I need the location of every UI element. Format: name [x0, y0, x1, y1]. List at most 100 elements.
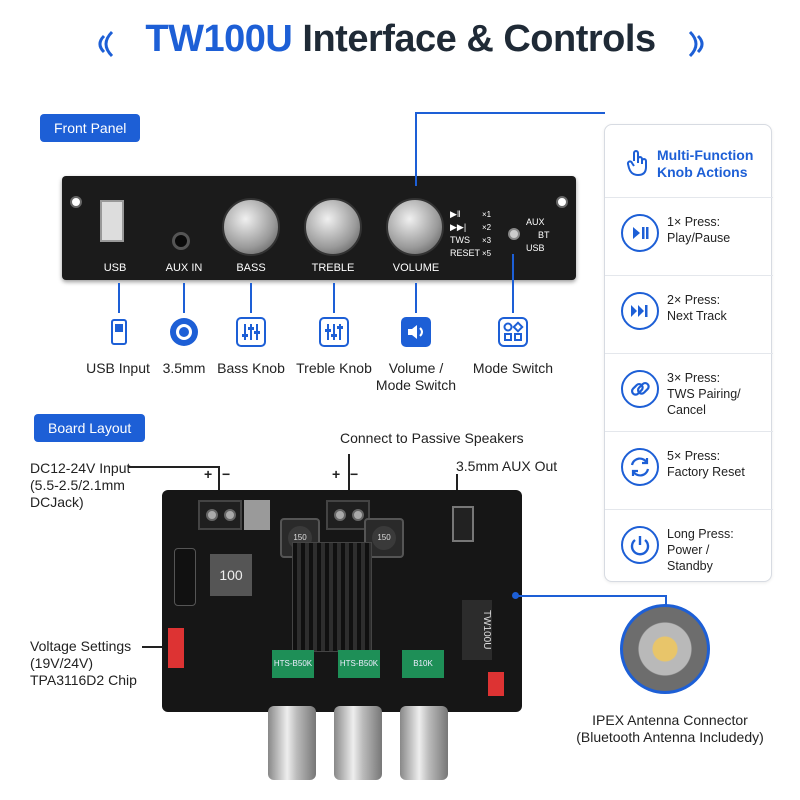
terminal-screw [206, 509, 218, 521]
signal-waves-left-icon [98, 30, 114, 58]
board-model-text: TW100U [462, 600, 492, 660]
panel-label-volume: VOLUME [392, 262, 440, 274]
next-track-icon [621, 292, 659, 330]
board-layout-label: Board Layout [34, 414, 146, 442]
mode-toggle[interactable] [508, 228, 520, 240]
aux-jack [172, 232, 190, 250]
amplifier-board: 150 150 100 TW100U HTS-B50K HTS-B50K B10… [162, 490, 522, 712]
terminal-screw [224, 509, 236, 521]
pot-bass: HTS-B50K [272, 650, 314, 678]
knob-action-text: 5× Press: Factory Reset [667, 449, 745, 479]
board-bass-knob[interactable] [268, 706, 316, 780]
volume-icon [401, 317, 431, 347]
callout-line [348, 454, 350, 510]
connector-line [415, 283, 417, 313]
passive-speakers-label: Connect to Passive Speakers [340, 430, 524, 446]
knob-action-text: 2× Press: Next Track [667, 293, 727, 323]
terminal-screw [352, 509, 364, 521]
mount-hole [556, 196, 568, 208]
indicator-line: ▶‖ [450, 209, 461, 219]
mode-label: BT [538, 230, 550, 240]
inductor: 100 [210, 554, 252, 596]
knob-action-item: 3× Press: TWS Pairing/ Cancel [605, 353, 773, 431]
indicator-count: ×5 [482, 249, 492, 258]
bass-knob-icon [236, 317, 266, 347]
dc-minus: − [222, 466, 231, 482]
panel-label-aux: AUX IN [165, 262, 203, 274]
connector-line [183, 283, 185, 313]
antenna-dot [512, 592, 519, 599]
icon-label-usb: USB Input [86, 360, 150, 376]
bass-knob[interactable] [222, 198, 280, 256]
board-treble-knob[interactable] [334, 706, 382, 780]
antenna-connector-closeup [620, 604, 710, 694]
panel-label-bass: BASS [236, 262, 266, 274]
callout-line [142, 646, 164, 648]
voltage-label: Voltage Settings (19V/24V) TPA3116D2 Chi… [30, 638, 137, 688]
connector-line [118, 283, 120, 313]
usb-icon [111, 319, 127, 345]
power-icon [621, 526, 659, 564]
icon-label-bass: Bass Knob [217, 360, 285, 376]
dc-plus: + [204, 466, 213, 482]
capacitor [174, 548, 196, 606]
indicator-line: RESET [450, 248, 481, 258]
treble-knob-icon [319, 317, 349, 347]
panel-label-treble: TREBLE [311, 262, 355, 274]
jack-icon [170, 318, 198, 346]
pot-volume: B10K [402, 650, 444, 678]
indicator-count: ×2 [482, 223, 492, 232]
volume-callout-line [415, 112, 605, 114]
mode-labels: AUX BT USB [526, 216, 550, 255]
icon-label-volume: Volume / Mode Switch [375, 360, 457, 393]
indicator-line: TWS [450, 235, 470, 245]
callout-line [218, 466, 220, 510]
pot-treble: HTS-B50K [338, 650, 380, 678]
indicator-count: ×1 [482, 210, 492, 219]
terminal-screw [334, 509, 346, 521]
speaker-terminal [326, 500, 370, 530]
antenna-line [518, 595, 666, 597]
speaker-plus: + [332, 466, 341, 482]
knob-action-item: 2× Press: Next Track [605, 275, 773, 353]
play-pause-icon [621, 214, 659, 252]
antenna-line [665, 595, 667, 607]
knob-action-text: Long Press: Power / Standby [667, 527, 734, 573]
knob-action-item: 5× Press: Factory Reset [605, 431, 773, 509]
indicator-counts: ×1 ×2 ×3 ×5 [482, 208, 491, 260]
indicator-line: ▶▶| [450, 222, 467, 232]
aux-out-jack [452, 506, 474, 542]
mode-switch-icon [498, 317, 528, 347]
volume-knob[interactable] [386, 198, 444, 256]
icon-label-mode: Mode Switch [472, 360, 554, 376]
signal-waves-right-icon [688, 30, 704, 58]
knob-actions-title: Multi-Function Knob Actions [657, 147, 754, 180]
dc-terminal [198, 500, 242, 530]
knob-actions-header: Multi-Function Knob Actions [625, 147, 765, 187]
page-title: TW100U Interface & Controls [128, 18, 673, 61]
speaker-minus: − [350, 466, 359, 482]
title-rest: Interface & Controls [292, 18, 656, 60]
touch-icon [626, 150, 647, 177]
knob-action-text: 1× Press: Play/Pause [667, 215, 731, 245]
dc-jack [244, 500, 270, 530]
usb-port [100, 200, 124, 242]
title-model: TW100U [145, 18, 293, 60]
link-icon [621, 370, 659, 408]
knob-action-item: 1× Press: Play/Pause [605, 197, 773, 275]
mode-switch[interactable] [488, 672, 504, 696]
connector-line [333, 283, 335, 313]
reset-icon [621, 448, 659, 486]
mode-label: AUX [526, 217, 545, 227]
front-panel-label: Front Panel [40, 114, 141, 142]
antenna-label: IPEX Antenna Connector (Bluetooth Antenn… [576, 712, 764, 745]
connector-line [512, 254, 514, 313]
mount-hole [70, 196, 82, 208]
aux-out-label: 3.5mm AUX Out [456, 458, 558, 474]
board-volume-knob[interactable] [400, 706, 448, 780]
indicator-count: ×3 [482, 236, 492, 245]
knob-actions-card: Multi-Function Knob Actions 1× Press: Pl… [604, 124, 773, 582]
treble-knob[interactable] [304, 198, 362, 256]
indicator-list: ▶‖ ▶▶| TWS RESET [450, 208, 480, 260]
voltage-dip-switch[interactable] [168, 628, 184, 668]
